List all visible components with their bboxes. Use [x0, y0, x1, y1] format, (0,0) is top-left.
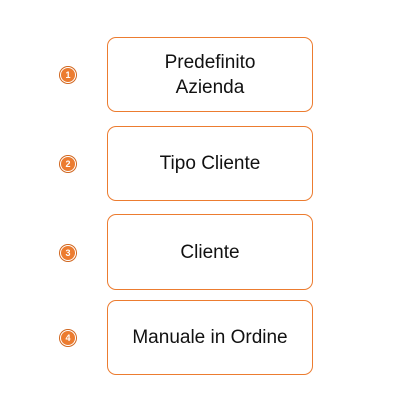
- step-box: Tipo Cliente: [107, 126, 313, 201]
- step-label: Manuale in Ordine: [132, 327, 288, 348]
- step-box: Predefinito Azienda: [107, 37, 313, 112]
- step-label: Predefinito Azienda: [164, 51, 256, 98]
- step-label: Cliente: [180, 241, 240, 263]
- step-number-badge: 1: [60, 67, 76, 83]
- step-number-badge: 3: [60, 245, 76, 261]
- step-number-badge: 2: [60, 156, 76, 172]
- step-box: Cliente: [107, 214, 313, 290]
- step-label: Tipo Cliente: [159, 153, 261, 174]
- step-box: Manuale in Ordine: [107, 300, 313, 375]
- step-number-badge: 4: [60, 330, 76, 346]
